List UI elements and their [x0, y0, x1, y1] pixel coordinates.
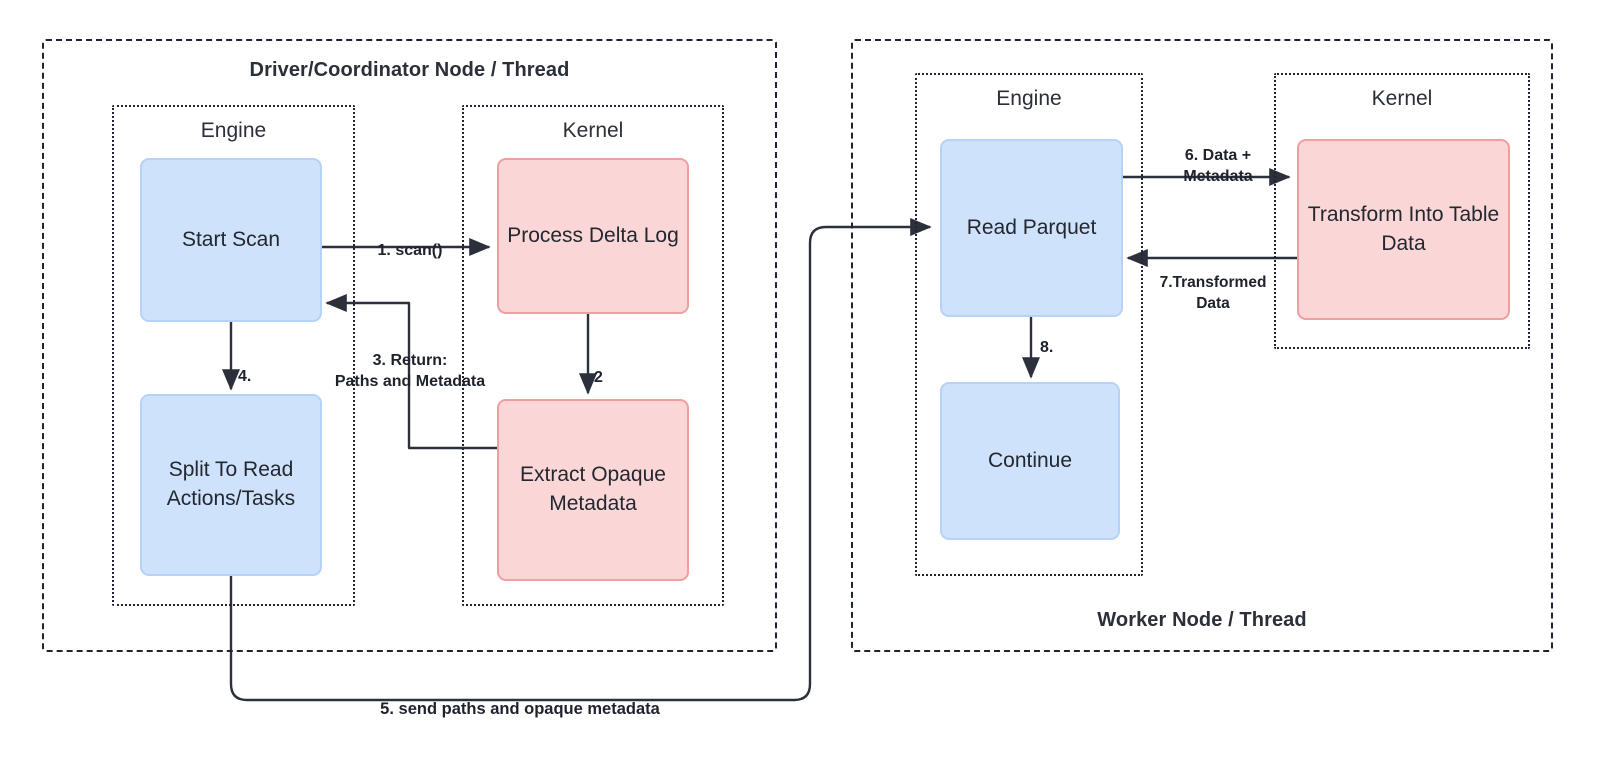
worker-engine-lane: Engine [915, 73, 1143, 576]
driver-engine-lane-title: Engine [200, 119, 267, 142]
worker-node-panel: Worker Node / Thread [851, 39, 1553, 652]
box-process-delta-log-label: Process Delta Log [507, 223, 679, 247]
box-extract-opaque-metadata[interactable]: Extract Opaque Metadata [497, 399, 689, 581]
edge-label-6-data-metadata: 6. Data + Metadata [1183, 146, 1253, 186]
edge-label-7-transformed-data: 7.Transformed Data [1159, 273, 1267, 312]
driver-coordinator-node-title: Driver/Coordinator Node / Thread [249, 59, 570, 81]
box-transform-into-table-data[interactable]: Transform Into Table Data [1297, 139, 1510, 320]
box-continue[interactable]: Continue [940, 382, 1120, 540]
edge-label-8: 8. [1040, 338, 1054, 356]
edge-label-2: 2 [594, 368, 603, 386]
worker-engine-lane-title: Engine [996, 87, 1062, 110]
box-read-parquet-label: Read Parquet [966, 215, 1097, 239]
driver-kernel-lane-title: Kernel [562, 119, 624, 142]
edge-label-3-return: 3. Return: Paths and Metadata [334, 351, 486, 391]
box-start-scan[interactable]: Start Scan [140, 158, 322, 322]
edge-label-5-send-paths: 5. send paths and opaque metadata [380, 700, 660, 719]
box-read-parquet[interactable]: Read Parquet [940, 139, 1123, 317]
box-split-to-read-actions-tasks-label: Split To Read Actions/Tasks [166, 458, 296, 510]
box-continue-label: Continue [987, 448, 1073, 472]
worker-kernel-lane-title: Kernel [1371, 87, 1433, 110]
driver-coordinator-node-panel: Driver/Coordinator Node / Thread [42, 39, 777, 652]
edge-label-1-scan: 1. scan() [377, 241, 443, 259]
box-process-delta-log[interactable]: Process Delta Log [497, 158, 689, 314]
box-split-to-read-actions-tasks[interactable]: Split To Read Actions/Tasks [140, 394, 322, 576]
driver-kernel-lane: Kernel [462, 105, 724, 606]
worker-node-title: Worker Node / Thread [1097, 609, 1307, 631]
box-transform-into-table-data-label: Transform Into Table Data [1307, 202, 1500, 255]
box-extract-opaque-metadata-label: Extract Opaque Metadata [520, 463, 666, 515]
worker-kernel-lane: Kernel [1274, 73, 1530, 349]
edge-label-4: 4. [238, 367, 252, 385]
driver-engine-lane: Engine [112, 105, 355, 606]
box-start-scan-label: Start Scan [181, 227, 281, 251]
